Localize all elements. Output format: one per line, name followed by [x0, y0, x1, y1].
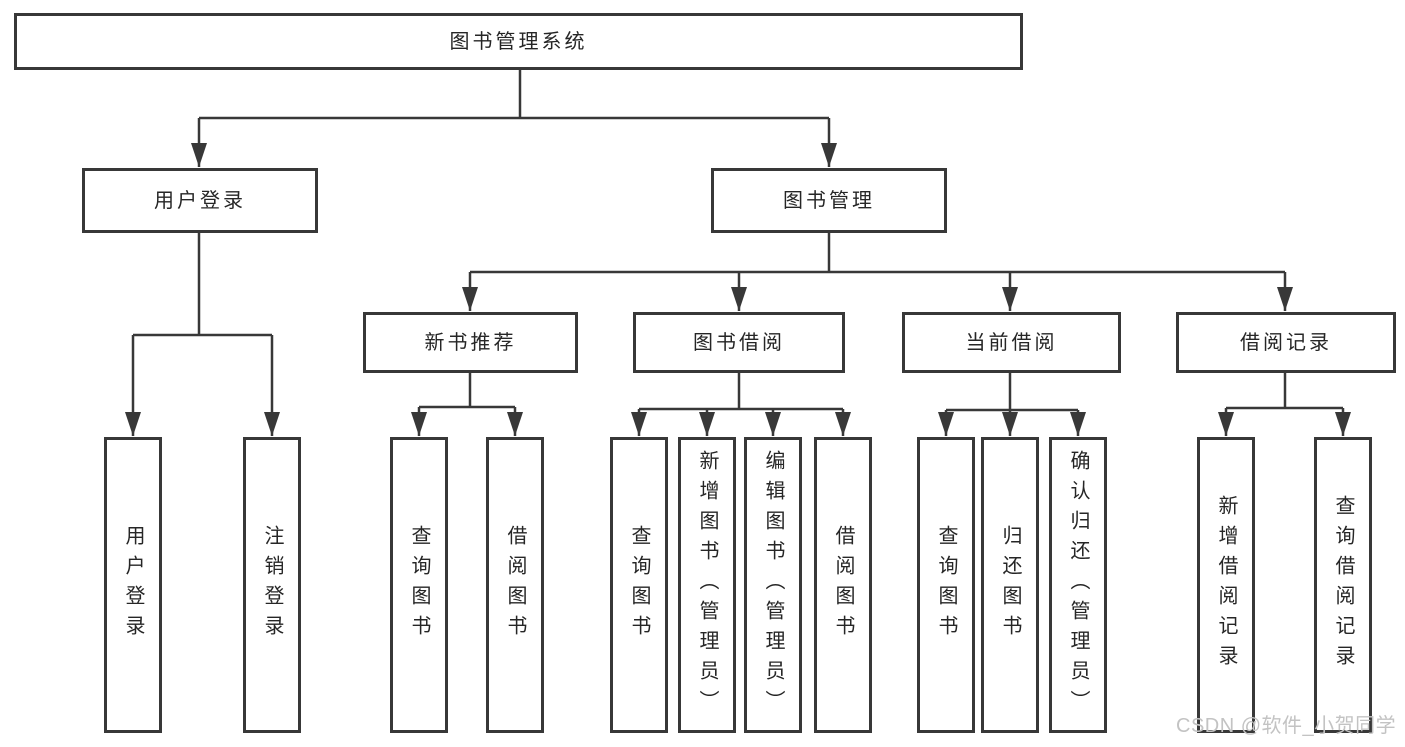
leaf-query-borrow-record: 查询借阅记录: [1314, 437, 1372, 733]
connector-root: [191, 70, 837, 167]
connector-new-book-recommendation: [411, 373, 523, 436]
node-user-login: 用户登录: [82, 168, 318, 233]
leaf-query-books: 查询图书: [390, 437, 448, 733]
node-book-borrowing: 图书借阅: [633, 312, 845, 373]
leaf-query-books: 查询图书: [610, 437, 668, 733]
leaf-add-book-admin: 新增图书（管理员）: [678, 437, 736, 733]
leaf-confirm-return-admin: 确认归还（管理员）: [1049, 437, 1107, 733]
connector-book-management: [462, 233, 1293, 311]
leaf-user-login: 用户登录: [104, 437, 162, 733]
node-new-book-recommendation: 新书推荐: [363, 312, 578, 373]
node-library-system: 图书管理系统: [14, 13, 1023, 70]
leaf-logout: 注销登录: [243, 437, 301, 733]
leaf-add-borrow-record: 新增借阅记录: [1197, 437, 1255, 733]
connector-current-borrowing: [938, 373, 1086, 436]
leaf-borrow-books: 借阅图书: [486, 437, 544, 733]
connector-book-borrowing: [631, 373, 851, 436]
connector-borrowing-records: [1218, 373, 1351, 436]
csdn-watermark: CSDN @软件_小贺同学: [1176, 715, 1397, 737]
leaf-return-books: 归还图书: [981, 437, 1039, 733]
leaf-borrow-books: 借阅图书: [814, 437, 872, 733]
node-book-management: 图书管理: [711, 168, 947, 233]
leaf-query-books: 查询图书: [917, 437, 975, 733]
node-current-borrowing: 当前借阅: [902, 312, 1121, 373]
leaf-edit-book-admin: 编辑图书（管理员）: [744, 437, 802, 733]
connector-user-login: [125, 233, 280, 436]
node-borrowing-records: 借阅记录: [1176, 312, 1396, 373]
